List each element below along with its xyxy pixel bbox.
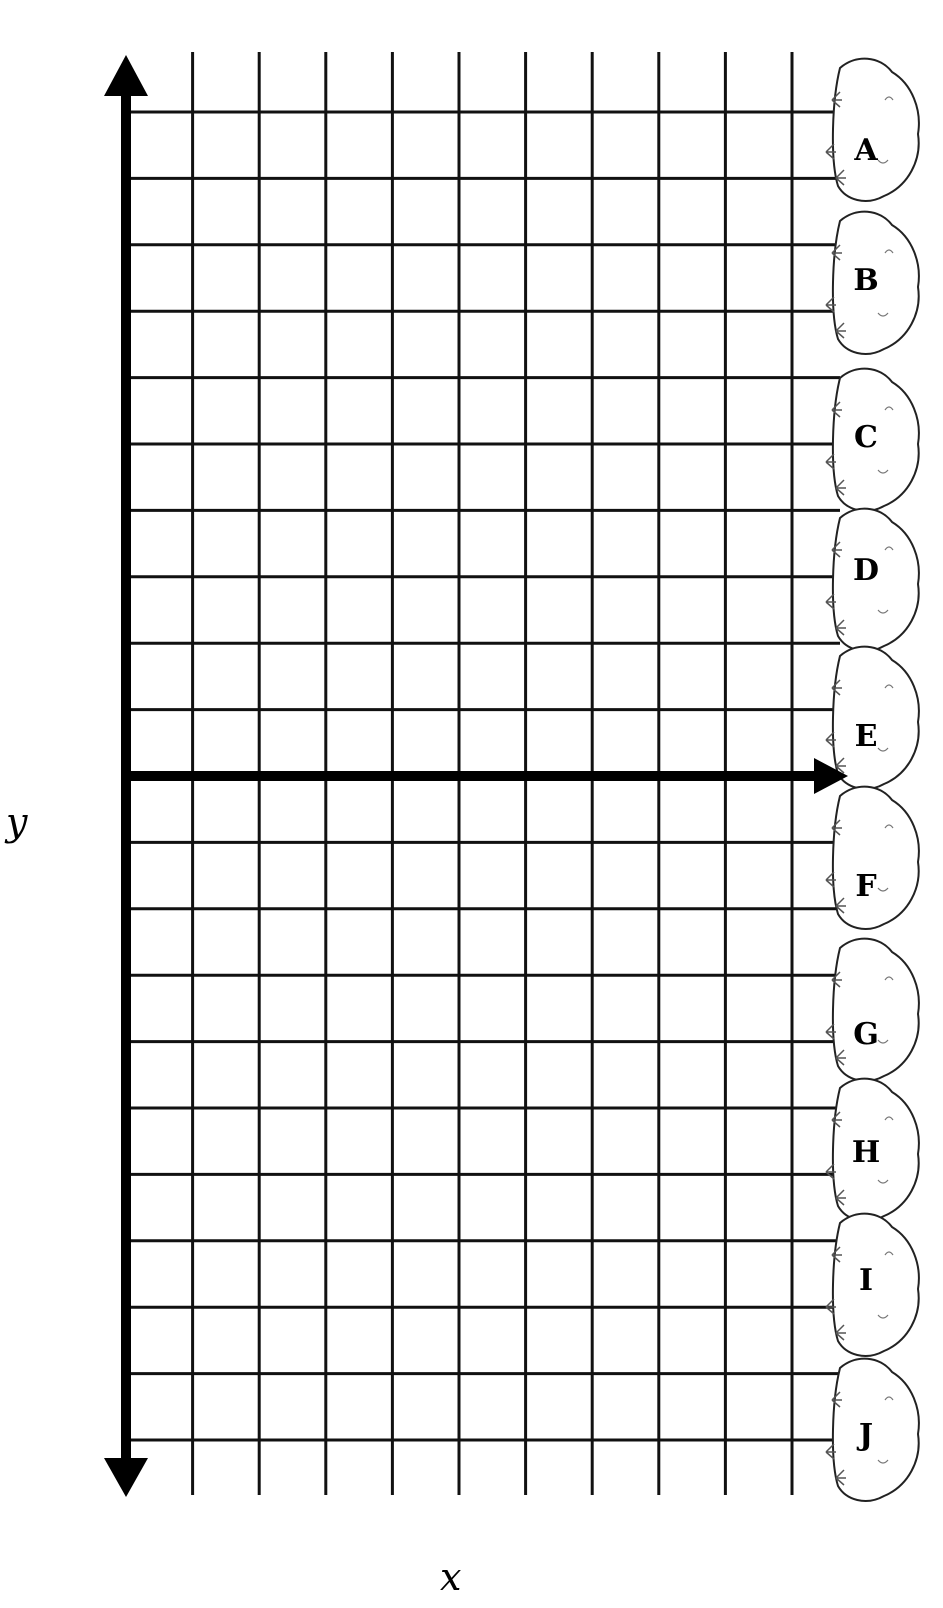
rock-b: B [826, 212, 919, 354]
y-axis-arrow-up [104, 55, 148, 96]
rock-a: A [826, 59, 919, 201]
rock-outline [833, 1214, 919, 1356]
rock-label-i: I [859, 1263, 873, 1298]
rock-outline [833, 1359, 919, 1501]
rock-label-g: G [853, 1017, 879, 1052]
rock-label-j: J [856, 1418, 873, 1453]
rock-d: D [826, 509, 919, 651]
y-axis-label: y [6, 800, 27, 844]
rock-outline [833, 59, 919, 201]
rock-label-c: C [854, 420, 878, 455]
rock-label-h: H [852, 1135, 880, 1170]
rock-outline [833, 647, 919, 789]
rock-e: E [826, 647, 919, 789]
rock-outline [833, 939, 919, 1081]
rock-label-b: B [853, 263, 878, 298]
axes [104, 55, 848, 1497]
rock-h: H [826, 1079, 919, 1221]
rock-j: J [826, 1359, 919, 1501]
rock-g: G [826, 939, 919, 1081]
rock-i: I [826, 1214, 919, 1356]
y-axis-arrow-down [104, 1458, 148, 1497]
rock-outline [833, 787, 919, 929]
rock-f: F [826, 787, 919, 929]
rock-label-f: F [855, 869, 876, 904]
rock-label-a: A [853, 133, 878, 168]
x-axis-label: x [440, 1555, 461, 1599]
rock-label-e: E [855, 719, 878, 754]
rock-c: C [826, 369, 919, 511]
rock-label-d: D [853, 553, 879, 588]
